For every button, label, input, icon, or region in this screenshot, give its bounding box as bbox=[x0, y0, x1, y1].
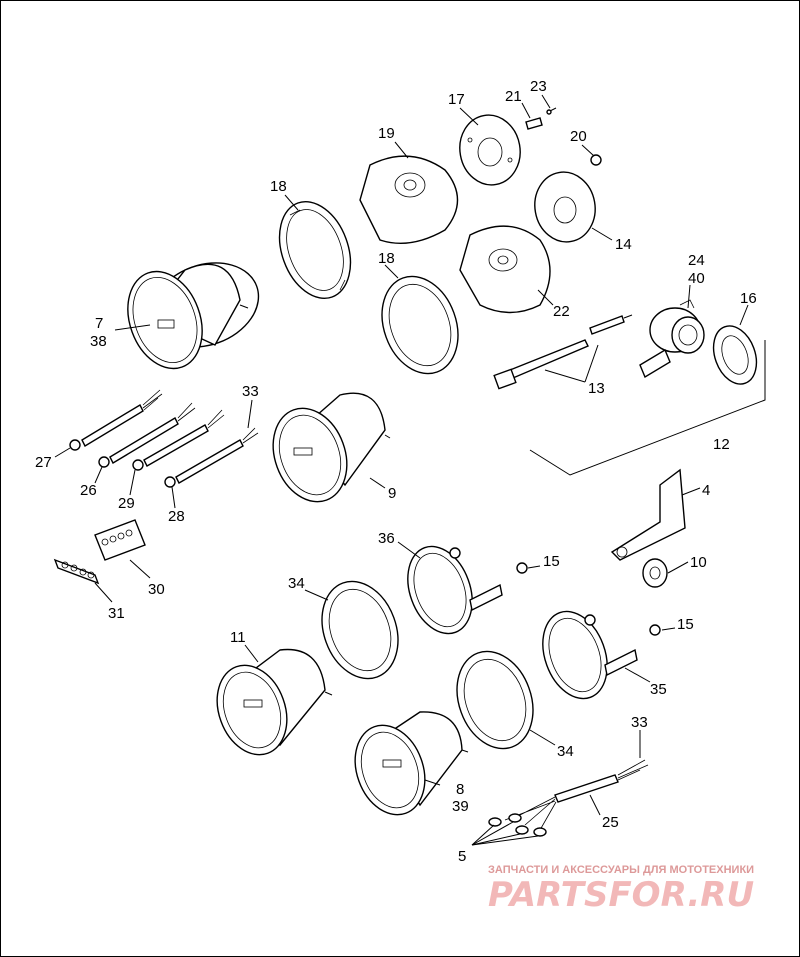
watermark-tagline: ЗАПЧАСТИ И АКСЕССУАРЫ ДЛЯ МОТОТЕХНИКИ bbox=[488, 864, 754, 876]
gauge-7 bbox=[127, 262, 260, 370]
label-24: 24 bbox=[688, 252, 705, 269]
label-40: 40 bbox=[688, 270, 705, 287]
nut-15b bbox=[649, 624, 661, 636]
gauge-9 bbox=[272, 392, 391, 503]
label-29: 29 bbox=[118, 495, 135, 512]
screw-21 bbox=[525, 117, 543, 130]
label-38: 38 bbox=[90, 333, 107, 350]
cup-22 bbox=[459, 225, 551, 314]
ring-18-lower bbox=[381, 275, 459, 375]
label-35: 35 bbox=[650, 681, 667, 698]
label-19: 19 bbox=[378, 125, 395, 142]
label-39: 39 bbox=[452, 798, 469, 815]
gauge-8 bbox=[354, 711, 469, 816]
label-30: 30 bbox=[148, 581, 165, 598]
mount-35 bbox=[542, 610, 638, 700]
label-13: 13 bbox=[588, 380, 605, 397]
label-26: 26 bbox=[80, 482, 97, 499]
group-bracket-12 bbox=[529, 340, 766, 476]
label-20: 20 bbox=[570, 128, 587, 145]
label-36: 36 bbox=[378, 530, 395, 547]
plate-14 bbox=[534, 171, 596, 243]
label-23: 23 bbox=[530, 78, 547, 95]
ring-34-upper bbox=[321, 580, 399, 680]
harness-28 bbox=[164, 427, 259, 488]
label-11: 11 bbox=[230, 629, 246, 646]
label-22: 22 bbox=[553, 303, 570, 320]
label-7: 7 bbox=[95, 315, 103, 332]
gauge-11 bbox=[216, 648, 333, 756]
cup-19 bbox=[359, 155, 459, 245]
label-28: 28 bbox=[168, 508, 185, 525]
label-14: 14 bbox=[615, 236, 632, 253]
watermark-logo: PARTSFOR.RU bbox=[488, 875, 754, 915]
label-21: 21 bbox=[505, 88, 522, 105]
harness-29 bbox=[132, 409, 225, 471]
label-16: 16 bbox=[740, 290, 757, 307]
cable-13 bbox=[493, 314, 633, 390]
label-18-upper: 18 bbox=[270, 178, 287, 195]
bracket-4 bbox=[610, 468, 686, 561]
harness-26 bbox=[98, 402, 196, 468]
washer-16 bbox=[712, 325, 758, 385]
label-25: 25 bbox=[602, 814, 619, 831]
harness-27 bbox=[69, 389, 163, 451]
plate-31 bbox=[53, 558, 100, 585]
grommet-10 bbox=[642, 558, 668, 588]
plate-17 bbox=[459, 114, 521, 186]
label-12: 12 bbox=[713, 436, 730, 453]
connector-30 bbox=[94, 519, 146, 561]
harness-25 bbox=[488, 759, 649, 837]
ring-34-lower bbox=[456, 650, 534, 750]
label-4: 4 bbox=[702, 482, 710, 499]
label-5: 5 bbox=[458, 848, 466, 865]
label-15-lower: 15 bbox=[677, 616, 694, 633]
mount-36 bbox=[407, 545, 503, 635]
label-31: 31 bbox=[108, 605, 125, 622]
label-10: 10 bbox=[690, 554, 707, 571]
label-8: 8 bbox=[456, 781, 464, 798]
label-33-lower: 33 bbox=[631, 714, 648, 731]
nut-15a bbox=[516, 562, 528, 574]
screw-23 bbox=[546, 107, 557, 115]
label-34-upper: 34 bbox=[288, 575, 305, 592]
label-33-upper: 33 bbox=[242, 383, 259, 400]
label-9: 9 bbox=[388, 485, 396, 502]
ring-18-upper bbox=[278, 200, 352, 300]
drive-24 bbox=[639, 299, 705, 379]
nut-20 bbox=[590, 154, 602, 166]
leader-lines bbox=[54, 94, 749, 846]
label-34-lower: 34 bbox=[557, 743, 574, 760]
label-15-upper: 15 bbox=[543, 553, 560, 570]
label-17: 17 bbox=[448, 91, 465, 108]
label-18-lower: 18 bbox=[378, 250, 395, 267]
label-27: 27 bbox=[35, 454, 52, 471]
